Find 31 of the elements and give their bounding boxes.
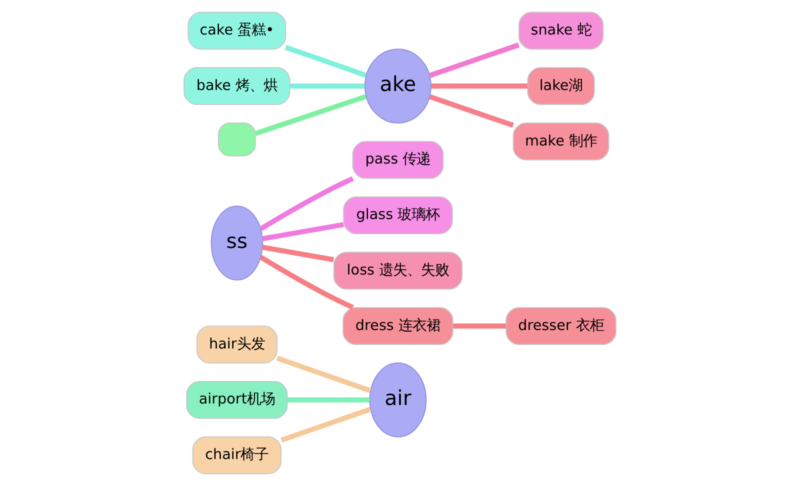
connector — [429, 94, 514, 128]
node-box: airport机场 — [186, 380, 288, 419]
node-box: dress 连衣裙 — [342, 307, 454, 346]
connector — [259, 176, 354, 232]
node-box: bake 烤、烘 — [184, 67, 290, 106]
node-ellipse: air — [369, 362, 427, 438]
node-box: lake湖 — [527, 67, 595, 106]
connector — [287, 397, 370, 402]
node-box: make 制作 — [512, 122, 610, 160]
connector — [453, 324, 506, 329]
node-box: glass 玻璃杯 — [343, 196, 453, 234]
node-box: hair头发 — [196, 326, 278, 364]
node-box — [218, 122, 256, 156]
connector — [290, 84, 365, 89]
node-box: dresser 衣柜 — [506, 307, 616, 346]
connector — [259, 254, 354, 310]
connector — [429, 42, 520, 78]
connector — [262, 244, 334, 262]
node-box: cake 蛋糕• — [188, 12, 286, 50]
connector — [276, 356, 372, 394]
connector — [262, 222, 344, 242]
node-box: snake 蛇 — [518, 12, 604, 50]
node-ellipse: ss — [210, 206, 264, 280]
connector — [254, 94, 367, 136]
connector — [431, 84, 528, 89]
node-box: chair椅子 — [192, 436, 282, 474]
connector — [280, 406, 372, 443]
node-ellipse: ake — [364, 48, 432, 124]
node-box: loss 遗失、失败 — [333, 252, 463, 290]
node-box: pass 传递 — [352, 140, 444, 179]
connector — [284, 44, 367, 78]
